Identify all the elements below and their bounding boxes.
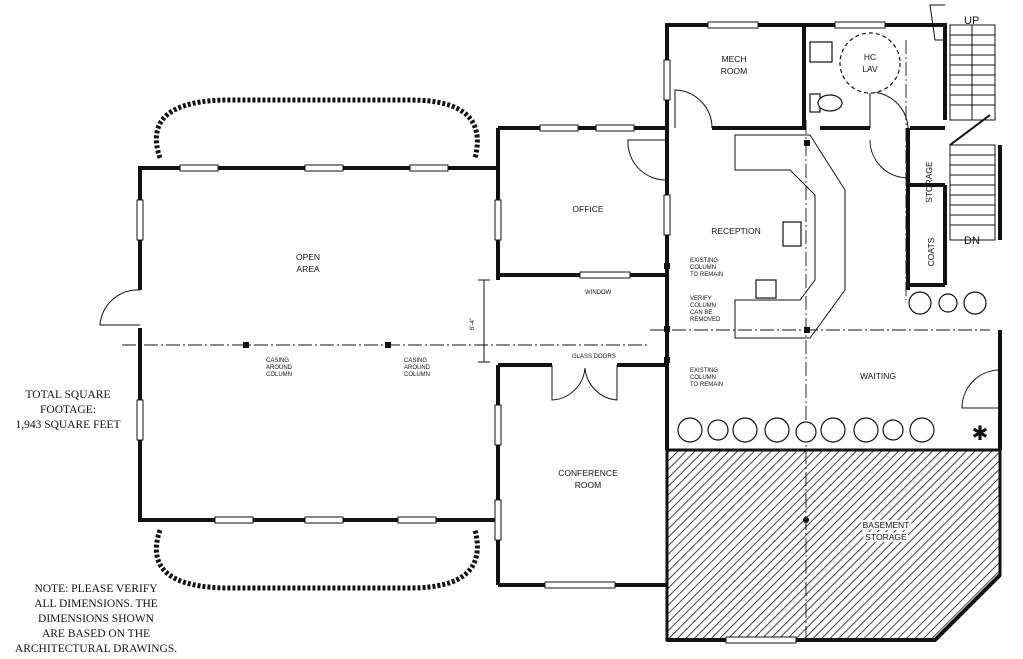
ann-exist-1-a: EXISTING bbox=[690, 258, 718, 264]
label-coats: COATS bbox=[926, 237, 936, 266]
label-basement-1: BASEMENT bbox=[863, 520, 910, 530]
stairs bbox=[949, 24, 1002, 241]
label-basement-2: STORAGE bbox=[865, 532, 907, 542]
ann-exist-2-b: COLUMN bbox=[690, 375, 716, 381]
label-stairs-down: DN bbox=[964, 235, 980, 247]
window-marks bbox=[136, 21, 886, 644]
lav-fixtures bbox=[809, 32, 901, 113]
note-footage-3: 1,943 SQUARE FEET bbox=[15, 419, 120, 431]
label-hc-1: HC bbox=[864, 52, 876, 62]
note-verify-5: ARCHITECTURAL DRAWINGS. bbox=[15, 643, 177, 655]
note-verify-3: DIMENSIONS SHOWN bbox=[38, 613, 155, 625]
bead-curtains bbox=[153, 97, 480, 591]
ann-glass-doors: GLASS DOORS bbox=[572, 354, 616, 360]
label-conference-1: CONFERENCE bbox=[558, 468, 618, 478]
ann-casing-1-b: AROUND bbox=[266, 365, 293, 371]
note-verify-1: NOTE: PLEASE VERIFY bbox=[34, 583, 158, 595]
plant-icon: ✱ bbox=[972, 423, 989, 445]
ann-casing-1-c: COLUMN bbox=[266, 372, 292, 378]
ann-dimension: 6'-4" bbox=[470, 318, 476, 330]
label-waiting: WAITING bbox=[860, 371, 896, 381]
label-open-area-1: OPEN bbox=[296, 252, 320, 262]
label-mech-1: MECH bbox=[721, 54, 746, 64]
ann-window: WINDOW bbox=[585, 290, 612, 296]
ann-casing-2-b: AROUND bbox=[404, 365, 431, 371]
ann-exist-1-c: TO REMAIN bbox=[690, 272, 723, 278]
ann-casing-1-a: CASING bbox=[266, 358, 289, 364]
ann-verify-c: CAN BE bbox=[690, 310, 712, 316]
label-stairs-up: UP bbox=[964, 15, 979, 27]
note-verify-4: ARE BASED ON THE bbox=[42, 628, 150, 640]
label-hc-2: LAV bbox=[862, 64, 878, 74]
ann-exist-2-a: EXISTING bbox=[690, 368, 718, 374]
ann-verify-a: VERIFY bbox=[690, 296, 712, 302]
note-verify-2: ALL DIMENSIONS. THE bbox=[34, 598, 158, 610]
label-mech-2: ROOM bbox=[721, 66, 747, 76]
dimension-line bbox=[478, 279, 490, 363]
reception-counter bbox=[734, 134, 846, 339]
label-reception: RECEPTION bbox=[711, 226, 761, 236]
waiting-chairs bbox=[677, 221, 987, 443]
ann-verify-b: COLUMN bbox=[690, 303, 716, 309]
basement-storage-hatch bbox=[665, 448, 1002, 642]
column-markers bbox=[243, 140, 810, 523]
ann-casing-2-a: CASING bbox=[404, 358, 427, 364]
label-open-area-2: AREA bbox=[296, 264, 319, 274]
label-conference-2: ROOM bbox=[575, 480, 601, 490]
note-footage-1: TOTAL SQUARE bbox=[25, 389, 110, 401]
note-footage-2: FOOTAGE: bbox=[40, 404, 96, 416]
ann-verify-d: REMOVED bbox=[690, 317, 721, 323]
ann-exist-1-b: COLUMN bbox=[690, 265, 716, 271]
ann-exist-2-c: TO REMAIN bbox=[690, 382, 723, 388]
label-storage: STORAGE bbox=[924, 161, 934, 203]
ann-casing-2-c: COLUMN bbox=[404, 372, 430, 378]
label-office: OFFICE bbox=[572, 204, 603, 214]
